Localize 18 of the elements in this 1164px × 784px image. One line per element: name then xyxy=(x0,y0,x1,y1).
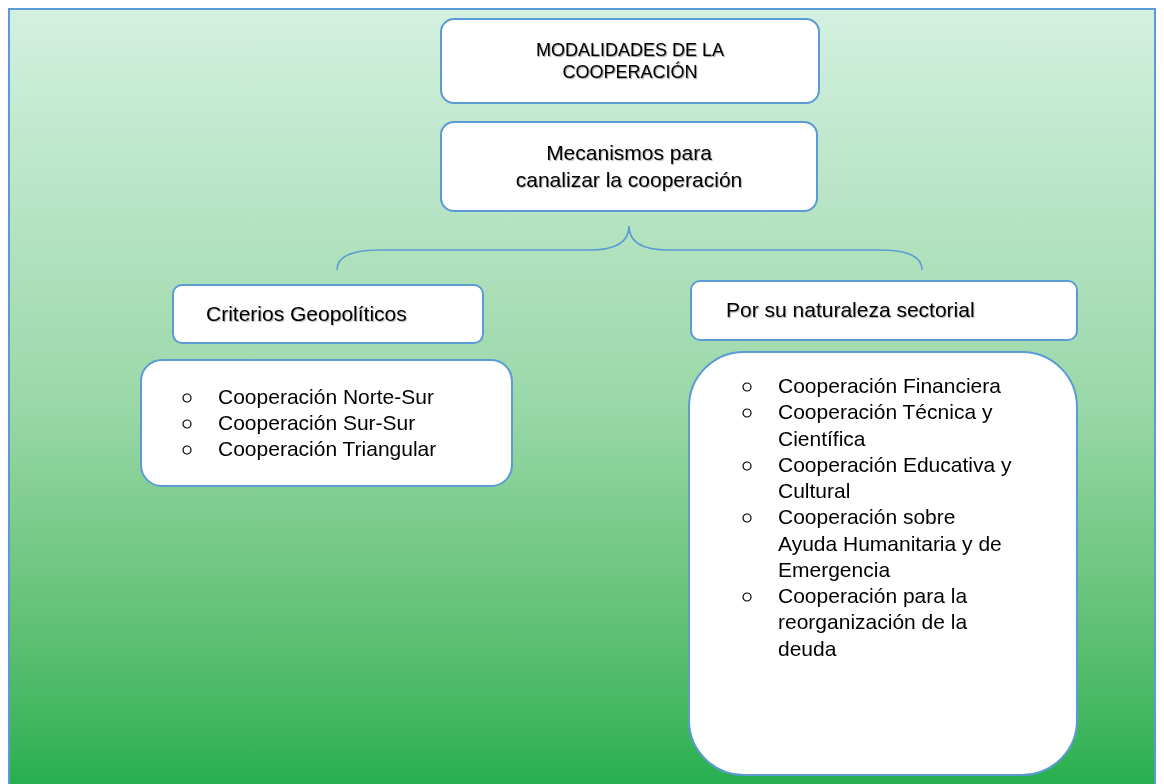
list-item: Cooperación Educativa y Cultural xyxy=(778,451,1013,504)
box-title: MODALIDADES DE LA COOPERACIÓN xyxy=(534,38,726,84)
list-item: Cooperación Sur-Sur xyxy=(218,409,416,436)
rounded-box xyxy=(690,280,1078,341)
list-item: Cooperación Financiera xyxy=(778,373,1001,399)
list-item: Cooperación Norte-Sur xyxy=(218,383,434,410)
box-label: Criterios Geopolíticos xyxy=(205,300,408,327)
title-box xyxy=(440,18,820,104)
list-item: Cooperación Triangular xyxy=(218,436,437,463)
box-label: Mecanismos para canalizar la cooperación xyxy=(514,140,744,193)
rounded-box xyxy=(440,121,818,212)
box-label: Por su naturaleza sectorial xyxy=(725,297,976,324)
list-box xyxy=(140,359,513,487)
list-item: Cooperación para la reorganización de la deuda xyxy=(778,583,969,662)
list-box xyxy=(688,351,1078,776)
list-item: Cooperación Técnica y Científica xyxy=(778,399,994,452)
rounded-box xyxy=(172,284,484,344)
list-item: Cooperación sobre Ayuda Humanitaria y de Emergencia xyxy=(778,504,1003,583)
